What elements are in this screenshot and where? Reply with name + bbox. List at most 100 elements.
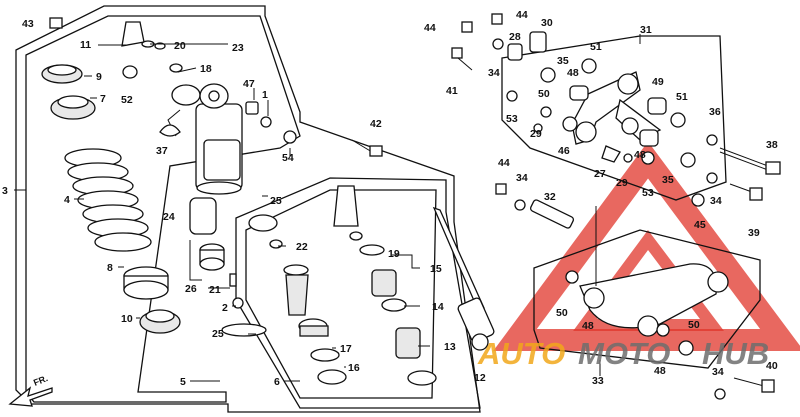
callout-16: 16 bbox=[348, 362, 360, 374]
lock-nut-9 bbox=[41, 64, 83, 84]
callout-27: 27 bbox=[594, 168, 606, 180]
bolt-38 bbox=[719, 147, 781, 175]
callout-43: 43 bbox=[22, 18, 34, 30]
callout-31: 31 bbox=[640, 24, 652, 36]
callout-37: 37 bbox=[156, 145, 168, 157]
callout-21: 21 bbox=[209, 284, 221, 296]
linkage-arm-31 bbox=[506, 58, 696, 168]
direction-label: FR. bbox=[32, 373, 49, 388]
top-bolt-20 bbox=[121, 21, 183, 73]
nuts-34-44 bbox=[49, 13, 726, 400]
frame-shaft-group bbox=[245, 189, 437, 399]
callout-9: 9 bbox=[96, 71, 102, 83]
bushing-28 bbox=[507, 43, 523, 61]
callout-52: 52 bbox=[121, 94, 133, 106]
damper-rod-12 bbox=[432, 206, 495, 351]
callout-7: 7 bbox=[100, 93, 106, 105]
watermark-triangle-outer bbox=[493, 141, 800, 351]
callout-29a: 29 bbox=[530, 128, 542, 140]
callout-10: 10 bbox=[121, 313, 133, 325]
callout-18: 18 bbox=[200, 63, 212, 75]
callout-30: 30 bbox=[541, 17, 553, 29]
callout-34a: 34 bbox=[488, 67, 500, 79]
callout-11: 11 bbox=[80, 39, 91, 51]
callout-35b: 35 bbox=[662, 174, 674, 186]
callout-29b: 29 bbox=[616, 177, 628, 189]
callout-15: 15 bbox=[430, 263, 442, 275]
damper-body bbox=[121, 21, 297, 337]
callout-3: 3 bbox=[2, 185, 8, 197]
callout-39: 39 bbox=[748, 227, 760, 239]
dust-cover-24 bbox=[189, 197, 217, 235]
callout-48a: 48 bbox=[567, 67, 579, 79]
callout-5: 5 bbox=[180, 376, 186, 388]
callout-34c: 34 bbox=[710, 195, 722, 207]
callout-41: 41 bbox=[446, 85, 458, 97]
bolts-and-bushings bbox=[49, 13, 781, 400]
bolt-42 bbox=[351, 139, 383, 157]
callout-40: 40 bbox=[766, 360, 778, 372]
callout-35a: 35 bbox=[557, 55, 569, 67]
callout-54: 54 bbox=[282, 152, 294, 164]
callout-32: 32 bbox=[544, 191, 556, 203]
callout-45: 45 bbox=[694, 219, 706, 231]
callout-2: 2 bbox=[222, 302, 228, 314]
frame-linkage-arm bbox=[501, 35, 727, 201]
bump-rubber-26 bbox=[199, 243, 225, 271]
callout-34b: 34 bbox=[516, 172, 528, 184]
callout-50b: 50 bbox=[556, 307, 568, 319]
spring-4 bbox=[64, 148, 152, 252]
piston-valve-group bbox=[248, 185, 437, 386]
collar-21-2 bbox=[221, 273, 267, 337]
callout-48b: 48 bbox=[634, 149, 646, 161]
watermark-text: AUTO MOTO HUB bbox=[477, 336, 769, 371]
frame-connecting-rod bbox=[533, 229, 761, 369]
callout-17: 17 bbox=[340, 343, 352, 355]
callout-28: 28 bbox=[509, 31, 521, 43]
callout-1: 1 bbox=[262, 89, 268, 101]
callout-14: 14 bbox=[432, 301, 444, 313]
stopper-rubber-10 bbox=[139, 309, 181, 334]
callout-44b: 44 bbox=[516, 9, 528, 21]
callout-48c: 48 bbox=[582, 320, 594, 332]
callout-42: 42 bbox=[370, 118, 382, 130]
callout-20: 20 bbox=[174, 40, 186, 52]
callout-8a: 8 bbox=[107, 262, 113, 274]
callout-labels: 43 11 9 7 3 4 8 10 5 20 23 18 52 47 1 37… bbox=[2, 9, 778, 388]
watermark-moto: MOTO bbox=[578, 336, 670, 371]
callout-6: 6 bbox=[274, 376, 280, 388]
leader-lines bbox=[14, 34, 641, 382]
callout-53b: 53 bbox=[642, 187, 654, 199]
adjuster-nut-7 bbox=[50, 95, 96, 120]
callout-53a: 53 bbox=[506, 113, 518, 125]
callout-34d: 34 bbox=[712, 366, 724, 378]
watermark-auto: AUTO bbox=[477, 336, 565, 371]
collar-32 bbox=[529, 199, 575, 229]
bolt-41 bbox=[451, 47, 473, 71]
callout-50a: 50 bbox=[538, 88, 550, 100]
bolt-40 bbox=[733, 377, 775, 393]
callout-26: 26 bbox=[185, 283, 197, 295]
callout-25a: 25 bbox=[270, 195, 282, 207]
callout-36: 36 bbox=[709, 106, 721, 118]
callout-13: 13 bbox=[444, 341, 456, 353]
callout-51a: 51 bbox=[590, 41, 602, 53]
callout-51b: 51 bbox=[676, 91, 688, 103]
small-parts-47-1-52 bbox=[122, 65, 297, 144]
callout-49: 49 bbox=[652, 76, 664, 88]
callout-4: 4 bbox=[64, 194, 70, 206]
callout-44a: 44 bbox=[424, 22, 436, 34]
frame-outer-shock bbox=[15, 5, 481, 413]
callout-23: 23 bbox=[232, 42, 244, 54]
callout-50c: 50 bbox=[688, 319, 700, 331]
callout-44c: 44 bbox=[498, 157, 510, 169]
spring-parts bbox=[41, 64, 181, 334]
spring-seat-8 bbox=[123, 266, 169, 300]
callout-33: 33 bbox=[592, 375, 604, 387]
bolt-39 bbox=[729, 183, 763, 201]
callout-47: 47 bbox=[243, 78, 255, 90]
callout-38: 38 bbox=[766, 139, 778, 151]
connecting-rod-33 bbox=[565, 263, 729, 356]
